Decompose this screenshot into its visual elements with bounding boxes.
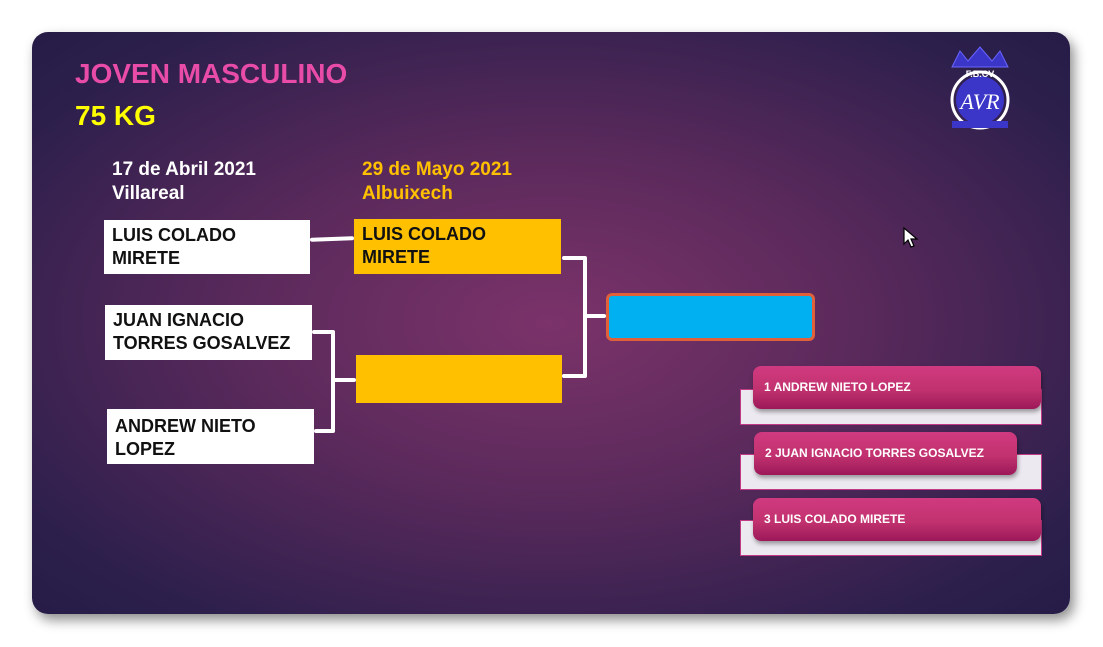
competitor-name: MIRETE bbox=[112, 248, 181, 268]
round1-slot-2: JUAN IGNACIO TORRES GOSALVEZ bbox=[105, 305, 312, 360]
round2-date: 29 de Mayo 2021 bbox=[362, 159, 512, 180]
round1-slot-1: LUIS COLADO MIRETE bbox=[104, 220, 310, 274]
connector-line bbox=[314, 429, 334, 433]
round2-header: 29 de Mayo 2021 Albuixech bbox=[362, 158, 512, 206]
competitor-name: LOPEZ bbox=[115, 439, 176, 459]
competitor-name: TORRES GOSALVEZ bbox=[113, 333, 291, 353]
round2-slot-2 bbox=[356, 355, 562, 403]
weight-class: 75 KG bbox=[75, 100, 156, 131]
connector-line bbox=[562, 256, 586, 260]
round1-place: Villareal bbox=[112, 183, 185, 204]
svg-text:F.B.CV: F.B.CV bbox=[966, 69, 995, 79]
connector-line bbox=[585, 314, 606, 318]
round2-place: Albuixech bbox=[362, 183, 453, 204]
competitor-name: LUIS COLADO bbox=[362, 224, 486, 244]
connector-line bbox=[312, 330, 334, 334]
connector-line bbox=[562, 374, 586, 378]
round1-slot-3: ANDREW NIETO LOPEZ bbox=[107, 409, 314, 464]
mouse-cursor-icon bbox=[903, 226, 919, 254]
federation-logo: F.B.CV AVR bbox=[946, 45, 1014, 135]
podium-first: 1 ANDREW NIETO LOPEZ bbox=[753, 366, 1041, 409]
round1-header: 17 de Abril 2021 Villareal bbox=[112, 158, 256, 206]
final-winner-slot bbox=[606, 293, 815, 341]
podium-second: 2 JUAN IGNACIO TORRES GOSALVEZ bbox=[754, 432, 1017, 475]
podium-third: 3 LUIS COLADO MIRETE bbox=[753, 498, 1041, 541]
round1-date: 17 de Abril 2021 bbox=[112, 159, 256, 180]
competitor-name: ANDREW NIETO bbox=[115, 416, 256, 436]
connector-line bbox=[333, 378, 356, 382]
svg-text:AVR: AVR bbox=[958, 89, 1000, 114]
competitor-name: LUIS COLADO bbox=[112, 225, 236, 245]
round2-slot-1: LUIS COLADO MIRETE bbox=[354, 219, 561, 274]
competitor-name: JUAN IGNACIO bbox=[113, 310, 245, 330]
competitor-name: MIRETE bbox=[362, 247, 431, 267]
category-title: JOVEN MASCULINO bbox=[75, 58, 348, 89]
